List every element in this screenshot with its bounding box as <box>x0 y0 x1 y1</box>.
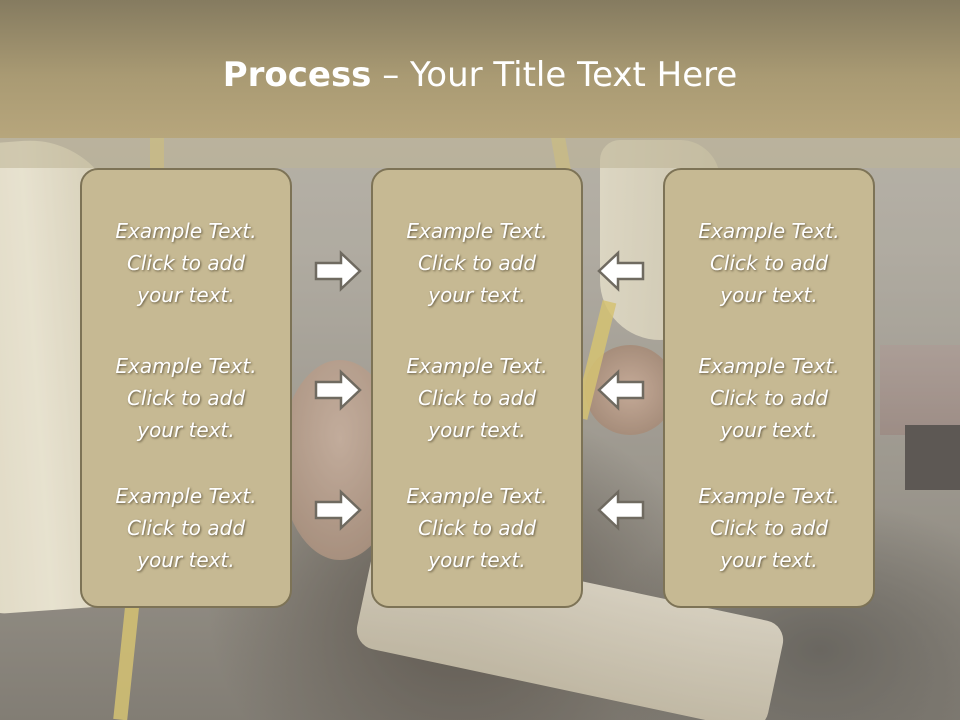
panel-text[interactable]: Example Text. Click to add your text. <box>406 484 548 572</box>
panel-text[interactable]: Example Text. Click to add your text. <box>115 219 257 307</box>
banner-strip <box>0 138 960 168</box>
title-banner <box>0 0 960 138</box>
process-panel-right[interactable]: Example Text. Click to add your text. Ex… <box>663 168 875 608</box>
arrow-right-icon <box>313 369 363 411</box>
panel-text[interactable]: Example Text. Click to add your text. <box>698 484 840 572</box>
arrow-right-icon <box>313 250 363 292</box>
arrow-left-icon <box>596 250 646 292</box>
arrow-right-icon <box>313 489 363 531</box>
process-panel-left[interactable]: Example Text. Click to add your text. Ex… <box>80 168 292 608</box>
panel-text[interactable]: Example Text. Click to add your text. <box>406 219 548 307</box>
background-device <box>905 425 960 490</box>
title-bold: Process <box>222 55 372 95</box>
process-panel-center[interactable]: Example Text. Click to add your text. Ex… <box>371 168 583 608</box>
background-book <box>880 345 960 435</box>
slide-title[interactable]: Process – Your Title Text Here <box>0 52 960 98</box>
panel-text[interactable]: Example Text. Click to add your text. <box>698 354 840 442</box>
panel-text[interactable]: Example Text. Click to add your text. <box>698 219 840 307</box>
arrow-left-icon <box>596 369 646 411</box>
panel-text[interactable]: Example Text. Click to add your text. <box>115 354 257 442</box>
panel-text[interactable]: Example Text. Click to add your text. <box>115 484 257 572</box>
panel-text[interactable]: Example Text. Click to add your text. <box>406 354 548 442</box>
arrow-left-icon <box>596 489 646 531</box>
title-rest: – Your Title Text Here <box>371 55 738 95</box>
